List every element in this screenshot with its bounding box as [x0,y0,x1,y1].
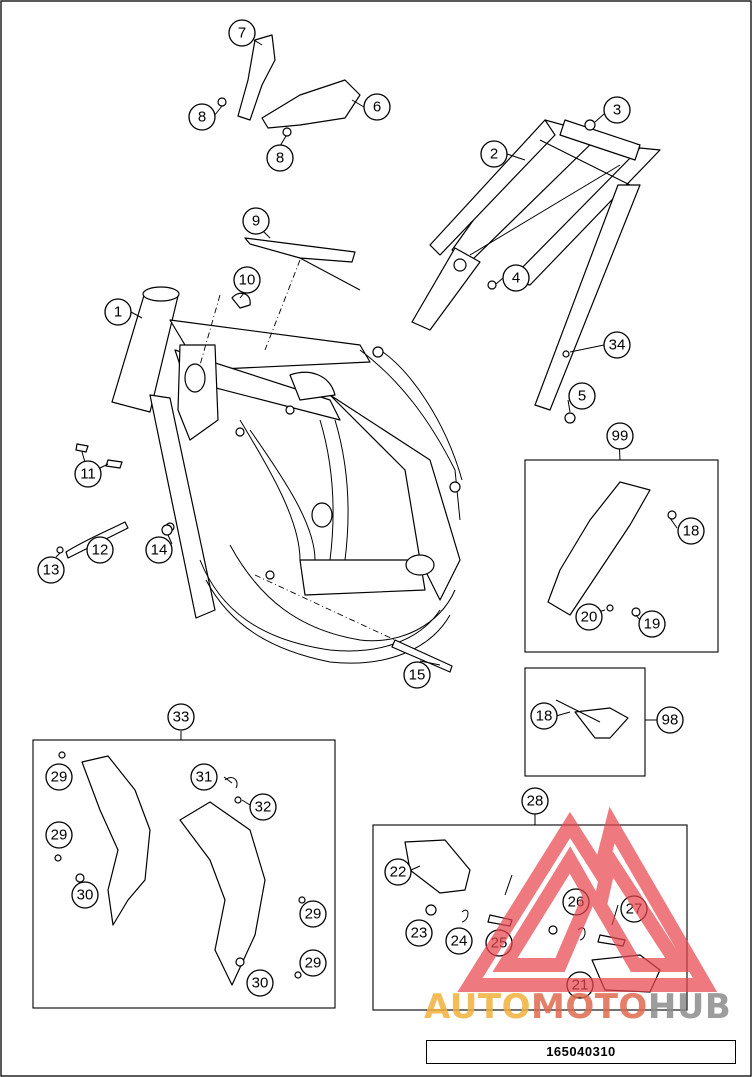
bracket-7 [237,34,276,121]
bolt-8b [282,127,292,137]
callout-34: 34 [603,331,631,359]
svg-text:28: 28 [527,793,544,810]
drawing-number-box: 165040310 [426,1040,736,1064]
svg-text:1: 1 [114,304,122,321]
callout-23: 23 [405,919,433,947]
svg-text:20: 20 [581,609,598,626]
plug-34 [562,350,570,358]
callout-28: 28 [521,787,549,815]
callout-9: 9 [242,207,270,235]
callout-15: 15 [403,661,431,689]
clip-10 [231,292,251,309]
callout-30-a: 30 [71,881,99,909]
guide-piece-98 [574,707,629,739]
callout-10: 10 [233,266,261,294]
callout-32: 32 [249,793,277,821]
callout-20: 20 [575,603,603,631]
callout-5: 5 [568,382,596,410]
watermark-text: AUTOMOTOHUB [424,987,732,1027]
callout-11: 11 [74,460,102,488]
svg-text:18: 18 [683,523,700,540]
bolt-5 [564,412,576,424]
svg-text:33: 33 [173,709,190,726]
callout-8-b: 8 [266,144,294,172]
watermark-logo [457,806,718,992]
leader-lines [55,39,678,871]
chain-guide-mount [547,481,651,616]
svg-text:2: 2 [490,146,498,163]
callout-8-a: 8 [188,103,216,131]
frame-protector-left [81,755,151,926]
svg-text:99: 99 [612,428,629,445]
svg-text:30: 30 [77,887,94,904]
svg-text:31: 31 [196,769,213,786]
callout-6: 6 [363,93,391,121]
callout-12: 12 [86,536,114,564]
svg-text:23: 23 [411,925,428,942]
foot-peg-left [404,839,471,894]
kit-box-98 [524,667,646,777]
callout-2: 2 [480,140,508,168]
svg-text:15: 15 [409,667,426,684]
svg-text:8: 8 [198,109,206,126]
sub-frame [411,119,661,424]
callout-19: 19 [638,610,666,638]
callout-29-a: 29 [45,763,73,791]
svg-text:29: 29 [305,906,322,923]
svg-text:34: 34 [609,337,626,354]
svg-text:5: 5 [578,388,586,405]
callout-98: 98 [656,706,684,734]
svg-text:30: 30 [252,975,269,992]
svg-text:29: 29 [51,769,68,786]
svg-text:18: 18 [536,708,553,725]
callout-29-d: 29 [299,949,327,977]
svg-text:98: 98 [662,712,679,729]
callout-29-c: 29 [299,900,327,928]
main-frame [111,286,463,664]
svg-text:13: 13 [43,562,60,579]
svg-text:6: 6 [373,99,381,116]
callout-24: 24 [445,927,473,955]
callout-18-a: 18 [677,517,705,545]
svg-text:11: 11 [80,466,96,483]
svg-text:7: 7 [238,25,246,42]
kit-box-28 [372,824,688,1011]
svg-text:12: 12 [92,542,109,559]
kit-box-99 [524,459,719,653]
bolt-8a [217,97,227,107]
svg-text:32: 32 [255,799,272,816]
callout-99: 99 [606,422,634,450]
callout-31: 31 [190,763,218,791]
callout-3: 3 [603,96,631,124]
callout-14: 14 [145,536,173,564]
svg-text:24: 24 [451,933,468,950]
callout-18-b: 18 [530,702,558,730]
callout-22: 22 [384,858,412,886]
svg-text:14: 14 [151,542,168,559]
bracket-6 [261,79,361,129]
kit-box-33 [32,739,336,1009]
frame-protector-right [179,801,266,986]
svg-text:3: 3 [613,102,621,119]
svg-text:4: 4 [512,270,520,287]
chain-guide-9 [244,237,356,263]
svg-text:8: 8 [276,150,284,167]
svg-text:22: 22 [390,864,407,881]
svg-text:29: 29 [305,955,322,972]
svg-text:9: 9 [252,213,260,230]
bolt-4 [487,280,497,290]
svg-text:19: 19 [644,616,661,633]
svg-text:29: 29 [51,827,68,844]
callout-13: 13 [37,556,65,584]
callout-4: 4 [502,264,530,292]
callout-29-b: 29 [45,821,73,849]
svg-text:10: 10 [239,272,256,289]
callout-33: 33 [167,703,195,731]
callout-30-b: 30 [246,969,274,997]
callout-7: 7 [228,19,256,47]
callout-1: 1 [104,298,132,326]
